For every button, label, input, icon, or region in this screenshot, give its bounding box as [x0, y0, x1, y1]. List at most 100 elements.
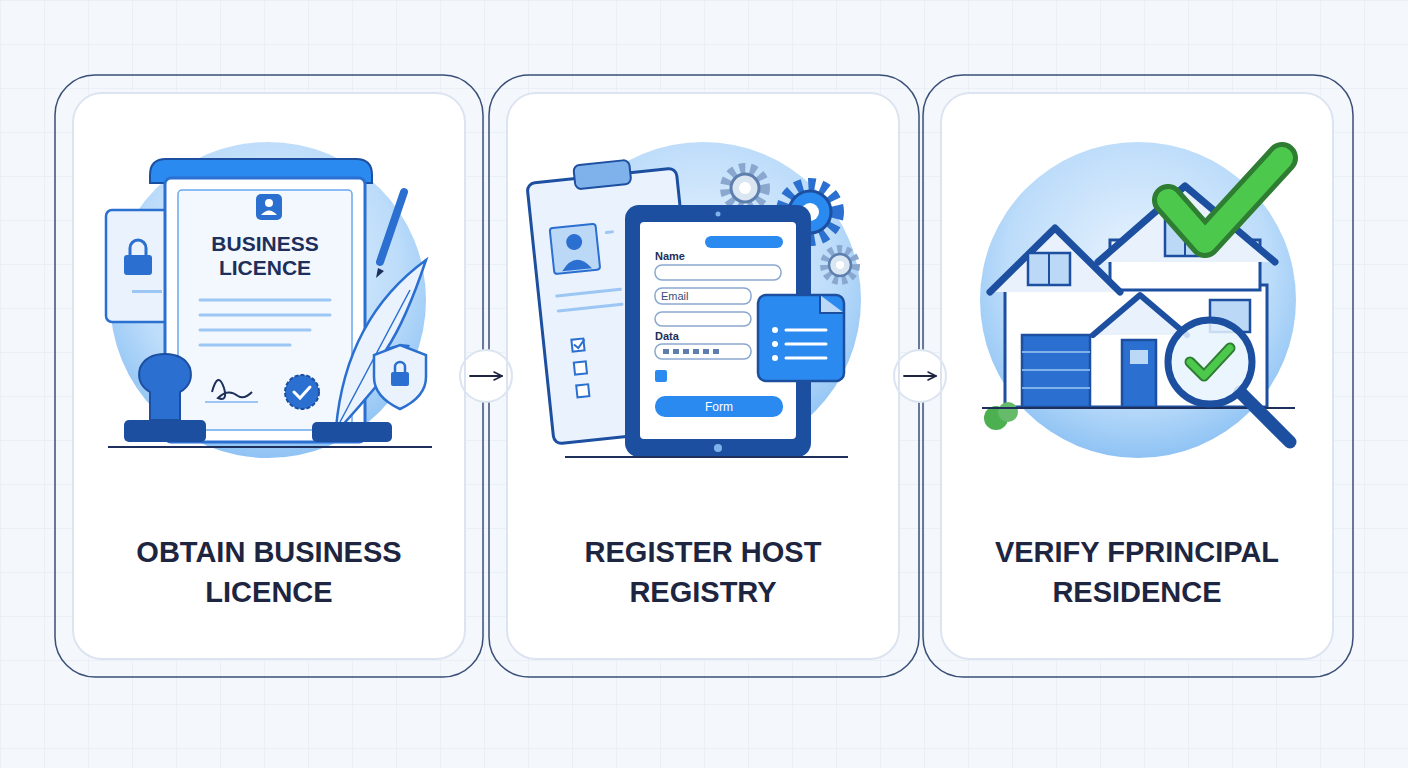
- registry-illustration: [820, 295, 844, 313]
- licence-illustration: [106, 142, 432, 458]
- card-fill: [72, 92, 466, 660]
- registry-illustration: [561, 258, 592, 271]
- registry-illustration: [606, 230, 612, 234]
- connector-bump: [894, 350, 946, 402]
- licence-illustration: [285, 375, 319, 409]
- registry-illustration: [774, 329, 827, 360]
- card-fill: [940, 92, 1334, 660]
- process-card: VERIFY FPRINCIPAL RESIDENCE: [940, 92, 1334, 660]
- registry-illustration: [713, 349, 719, 354]
- registry-illustration: [786, 343, 826, 346]
- registry-illustration: [758, 295, 844, 381]
- outer-frame: [489, 75, 919, 677]
- gear-icons: [824, 249, 856, 281]
- licence-illustration: [165, 178, 365, 442]
- licence-illustration: [200, 344, 290, 347]
- registry-illustration: [573, 160, 631, 190]
- gear-icons: [725, 168, 765, 208]
- residence-illustration: [1005, 285, 1267, 407]
- licence-illustration: [178, 190, 352, 430]
- registry-illustration: [525, 142, 861, 458]
- process-card: REGISTER HOST REGISTRY: [506, 92, 900, 660]
- licence-illustration: [205, 401, 258, 403]
- outer-frame: [55, 75, 483, 677]
- registry-illustration: [774, 343, 777, 346]
- registry-illustration: [774, 357, 777, 360]
- residence-illustration: [1022, 369, 1090, 371]
- registry-illustration: [786, 357, 826, 360]
- registry-illustration: [693, 349, 699, 354]
- licence-illustration: [265, 199, 273, 207]
- licence-illustration: [256, 194, 282, 220]
- registry-illustration: [705, 236, 783, 248]
- residence-illustration: [1168, 320, 1252, 404]
- outer-frame: [923, 75, 1353, 677]
- licence-illustration: [124, 255, 152, 275]
- registry-illustration: [557, 289, 621, 296]
- registry-illustration: [565, 233, 583, 251]
- residence-illustration: [1028, 253, 1070, 285]
- connector-bump: [460, 350, 512, 402]
- step-title: VERIFY FPRINCIPAL RESIDENCE: [964, 532, 1310, 612]
- form-field-label: Form: [655, 399, 783, 415]
- registry-illustration: [640, 222, 796, 439]
- residence-illustration: [1168, 158, 1282, 242]
- residence-illustration: [1022, 351, 1090, 353]
- licence-illustration: [200, 300, 330, 345]
- licence-illustration: [312, 422, 392, 442]
- registry-illustration: [576, 384, 589, 397]
- process-card: OBTAIN BUSINESS LICENCE: [72, 92, 466, 660]
- licence-illustration: [200, 314, 330, 317]
- residence-illustration: [1240, 392, 1290, 442]
- licence-illustration: [336, 260, 426, 428]
- gear-icons: [731, 174, 759, 202]
- card-fill: [72, 92, 1334, 660]
- registry-illustration: [574, 361, 587, 374]
- residence-illustration: [1048, 253, 1050, 285]
- residence-illustration: [1190, 348, 1230, 376]
- step-title: OBTAIN BUSINESS LICENCE: [96, 532, 442, 612]
- gear-icons: [836, 261, 844, 269]
- residence-illustration: [1190, 348, 1230, 376]
- registry-illustration: [655, 370, 667, 382]
- licence-illustration: [261, 211, 277, 216]
- gear-icons: [829, 254, 851, 276]
- residence-illustration: [1130, 350, 1148, 364]
- registry-illustration: [655, 344, 751, 359]
- residence-illustration: [1022, 387, 1090, 389]
- registry-illustration: [655, 288, 751, 304]
- licence-illustration: [108, 446, 432, 448]
- registry-illustration: [716, 212, 721, 217]
- registry-illustration: [683, 349, 689, 354]
- document-title: BUSINESS LICENCE: [188, 232, 342, 280]
- residence-illustration: [1022, 352, 1090, 388]
- registry-illustration: [703, 349, 709, 354]
- flow-arrow: [470, 375, 502, 377]
- residence-illustration: [1168, 158, 1282, 242]
- licence-illustration: [395, 362, 405, 372]
- flow-arrow: [904, 375, 936, 377]
- licence-illustration: [380, 192, 404, 262]
- licence-illustration: [200, 299, 330, 302]
- residence-illustration: [980, 142, 1296, 458]
- licence-illustration: [391, 372, 409, 386]
- licence-illustration: [124, 420, 206, 442]
- licence-illustration: [139, 354, 191, 420]
- licence-illustration: [106, 210, 170, 322]
- gear-icons: [739, 182, 751, 194]
- residence-illustration: [998, 402, 1018, 422]
- licence-illustration: [130, 240, 146, 256]
- registry-illustration: [550, 224, 601, 275]
- registry-illustration: [565, 456, 848, 458]
- licence-illustration: [294, 387, 310, 398]
- card-fill: [506, 92, 900, 660]
- registry-illustration: [571, 338, 589, 397]
- registry-illustration: [655, 312, 751, 326]
- outer-frame: [55, 75, 1353, 677]
- form-field-label: Email: [661, 289, 741, 303]
- registry-illustration: [663, 349, 719, 354]
